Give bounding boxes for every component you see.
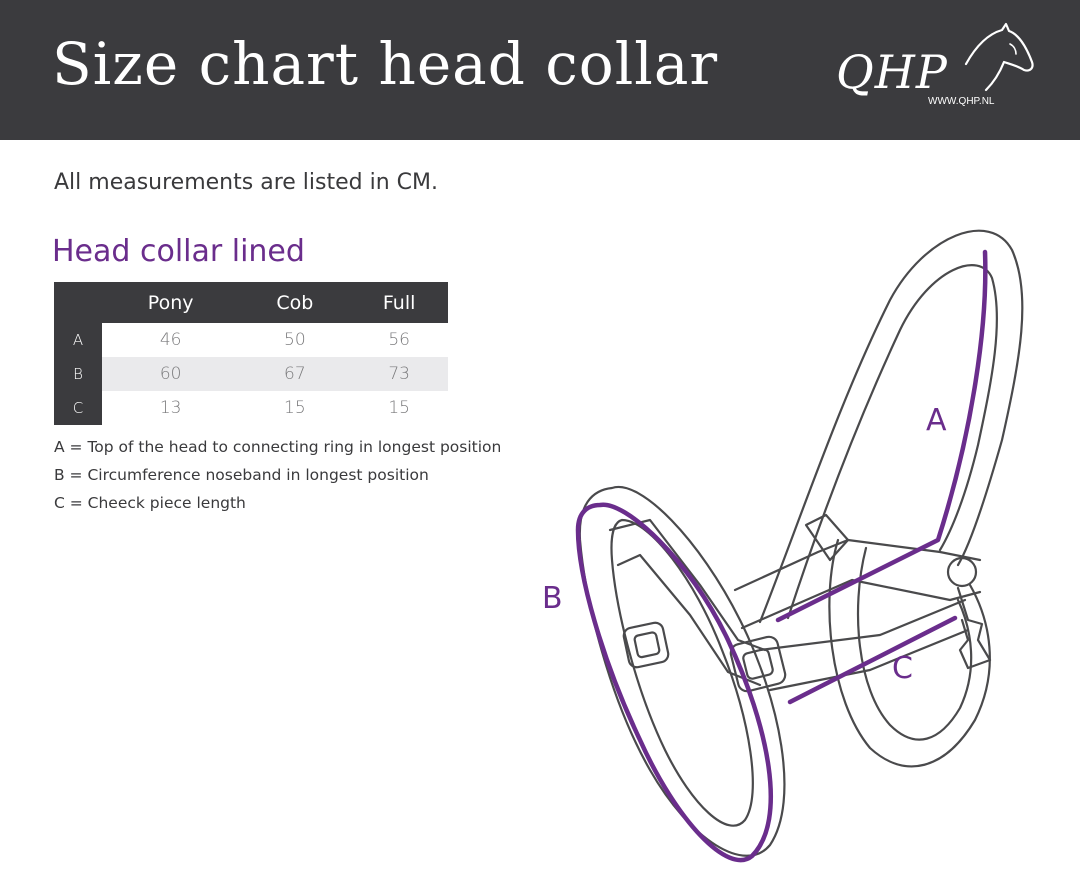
row-label-c: C	[54, 391, 102, 425]
cheek-strap-2-lower	[768, 628, 970, 692]
table-corner-cell	[54, 282, 102, 323]
diagram-label-a: A	[926, 403, 947, 438]
throat-strap-inner	[856, 546, 973, 741]
horse-head-icon	[964, 22, 1034, 92]
cheek-strap-2-upper	[758, 598, 967, 652]
cell-a-pony: 46	[159, 330, 182, 350]
cheek-strap-lower	[740, 578, 982, 630]
cell-c-cob: 15	[284, 398, 306, 418]
table-row: A 46 50 56	[54, 323, 448, 357]
diagram-label-b: B	[542, 581, 563, 616]
page-title: Size chart head collar	[52, 30, 719, 98]
measure-line-c	[787, 615, 958, 705]
side-ring	[946, 556, 978, 588]
cell-b-pony: 60	[102, 357, 240, 391]
qhp-logo[interactable]: QHP WWW.QHP.NL	[830, 22, 1040, 117]
logo-url[interactable]: WWW.QHP.NL	[928, 96, 995, 107]
legend-item-c: C = Cheeck piece length	[54, 494, 246, 512]
cell-c-full: 15	[388, 398, 410, 418]
logo-wordmark: QHP	[836, 45, 948, 99]
measurement-legend: A = Top of the head to connecting ring i…	[54, 433, 501, 517]
column-header-pony: Pony	[102, 282, 240, 323]
noseband-inner	[610, 518, 754, 827]
diagram-label-c: C	[892, 651, 913, 686]
crown-junction	[804, 513, 850, 562]
buckle-left	[622, 621, 670, 669]
legend-item-b: B = Circumference noseband in longest po…	[54, 466, 429, 484]
legend-item-a: A = Top of the head to connecting ring i…	[54, 438, 502, 456]
buckle-right	[729, 635, 787, 693]
cell-a-cob: 50	[284, 330, 306, 350]
head-collar-diagram	[575, 229, 1024, 863]
table-row: C 13 15 15	[54, 391, 448, 425]
throat-strap-outer	[828, 538, 991, 768]
cell-c-pony: 13	[159, 398, 182, 418]
noseband-strap-lower	[616, 553, 762, 687]
column-header-full: Full	[350, 282, 448, 323]
measure-line-a	[775, 249, 988, 623]
table-header-row: Pony Cob Full	[54, 282, 448, 323]
row-label-a: A	[54, 323, 102, 357]
cell-b-full: 73	[350, 357, 448, 391]
column-header-cob: Cob	[239, 282, 351, 323]
lead-clip	[956, 586, 992, 670]
crown-strap-outer	[758, 229, 1024, 624]
cell-a-full: 56	[388, 330, 410, 350]
measure-line-b	[575, 502, 774, 863]
header-bar: Size chart head collar QHP WWW.QHP.NL	[0, 0, 1080, 140]
cell-b-cob: 67	[239, 357, 351, 391]
section-title: Head collar lined	[52, 234, 305, 269]
measurement-note: All measurements are listed in CM.	[54, 170, 438, 195]
table-row: B 60 67 73	[54, 357, 448, 391]
size-table: Pony Cob Full A 46 50 56 B 60 67 73 C 13…	[54, 282, 448, 425]
row-label-b: B	[54, 357, 102, 391]
